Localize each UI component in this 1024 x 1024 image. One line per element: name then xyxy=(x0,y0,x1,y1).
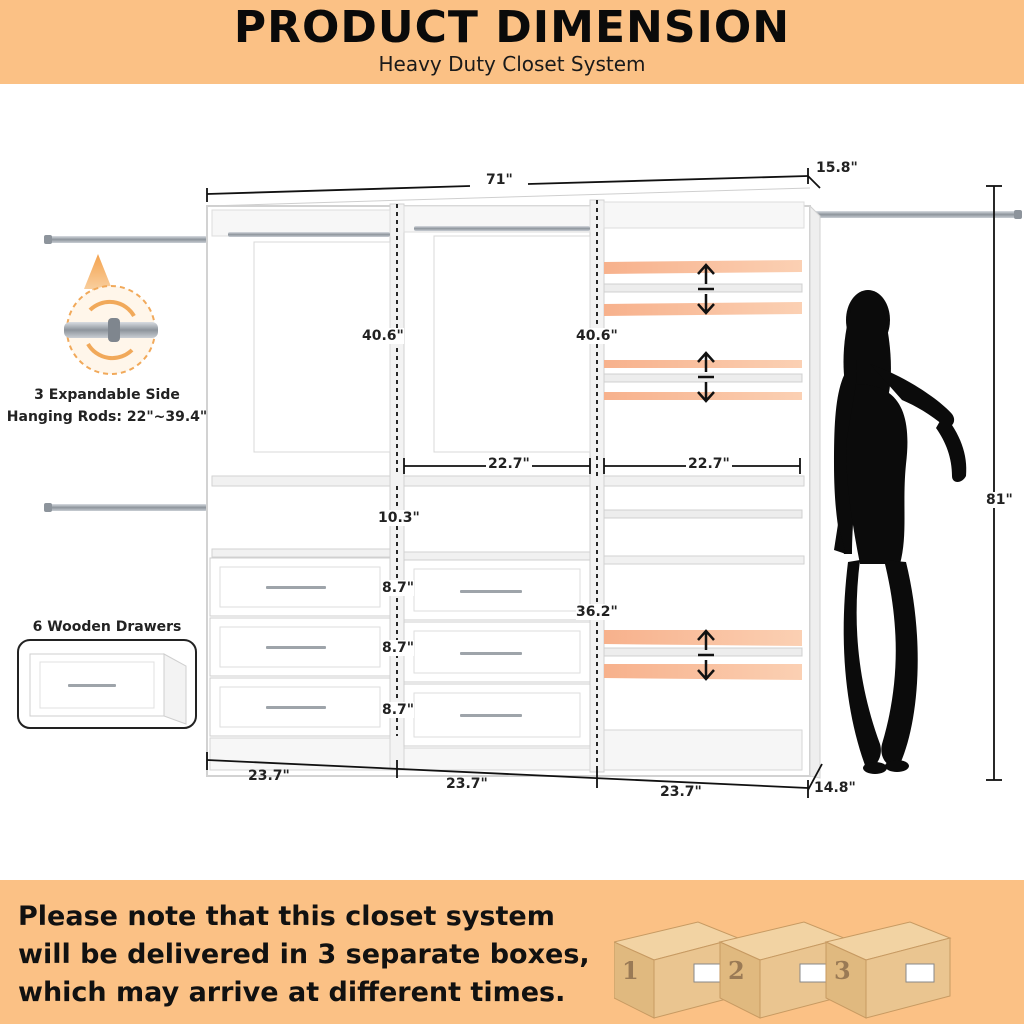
closet-diagram: 71" 15.8" 81" 14.8" 40.6" 40.6" 22.7" 22… xyxy=(0,84,1024,880)
dim-bottom-depth: 14.8" xyxy=(814,780,856,796)
dim-shelf-right: 22.7" xyxy=(686,456,732,472)
rods-callout-line2: Hanging Rods: 22"~39.4" xyxy=(6,409,208,425)
side-rod-top-left xyxy=(44,235,208,244)
dim-hang-right: 40.6" xyxy=(576,328,618,344)
expandable-rod-icon xyxy=(64,254,158,375)
dim-hang-left: 40.6" xyxy=(362,328,404,344)
rods-callout-line1: 3 Expandable Side xyxy=(34,387,180,403)
closet-drawing xyxy=(17,168,1022,798)
dim-shelf-mid: 22.7" xyxy=(486,456,532,472)
hanging-rod-left xyxy=(228,232,390,237)
person-silhouette xyxy=(834,290,967,774)
box-2-art xyxy=(718,921,846,1019)
dimension-lines xyxy=(206,168,1002,798)
dim-right-lower: 36.2" xyxy=(576,604,618,620)
page-title: PRODUCT DIMENSION xyxy=(233,2,791,53)
shelf-adjust-arrows xyxy=(697,263,715,681)
dim-drawer-3: 8.7" xyxy=(382,702,415,718)
dim-drawer-1: 8.7" xyxy=(382,580,415,596)
delivery-note: Please note that this closet system will… xyxy=(18,901,590,1008)
dim-cubby-height: 10.3" xyxy=(378,510,420,526)
dim-drawer-2: 8.7" xyxy=(382,640,415,656)
box-3-art xyxy=(824,921,952,1019)
drawers-callout: 6 Wooden Drawers xyxy=(32,619,182,635)
dim-total-height: 81" xyxy=(984,492,1015,508)
rods-callout: 3 Expandable Side Hanging Rods: 22"~39.4… xyxy=(2,384,212,428)
hanging-rod-middle xyxy=(414,226,590,231)
dim-top-depth: 15.8" xyxy=(816,160,858,176)
footer-banner: Please note that this closet system will… xyxy=(0,880,1024,1024)
box-number-2: 2 xyxy=(728,956,745,985)
single-drawer-detail xyxy=(17,639,197,729)
fixed-shelf-row xyxy=(211,475,805,565)
box-number-1: 1 xyxy=(622,956,639,985)
dim-total-width: 71" xyxy=(486,172,513,188)
dim-bottom-right: 23.7" xyxy=(660,784,702,800)
header-banner: PRODUCT DIMENSION Heavy Duty Closet Syst… xyxy=(0,0,1024,84)
page-subtitle: Heavy Duty Closet System xyxy=(378,52,646,76)
dim-bottom-left: 23.7" xyxy=(248,768,290,784)
side-rod-top-right xyxy=(812,210,1022,219)
box-number-3: 3 xyxy=(834,956,851,985)
dim-bottom-mid: 23.7" xyxy=(446,776,488,792)
side-rod-bottom-left xyxy=(44,503,208,512)
shipping-boxes xyxy=(614,921,952,1019)
box-1-art xyxy=(614,921,740,1019)
